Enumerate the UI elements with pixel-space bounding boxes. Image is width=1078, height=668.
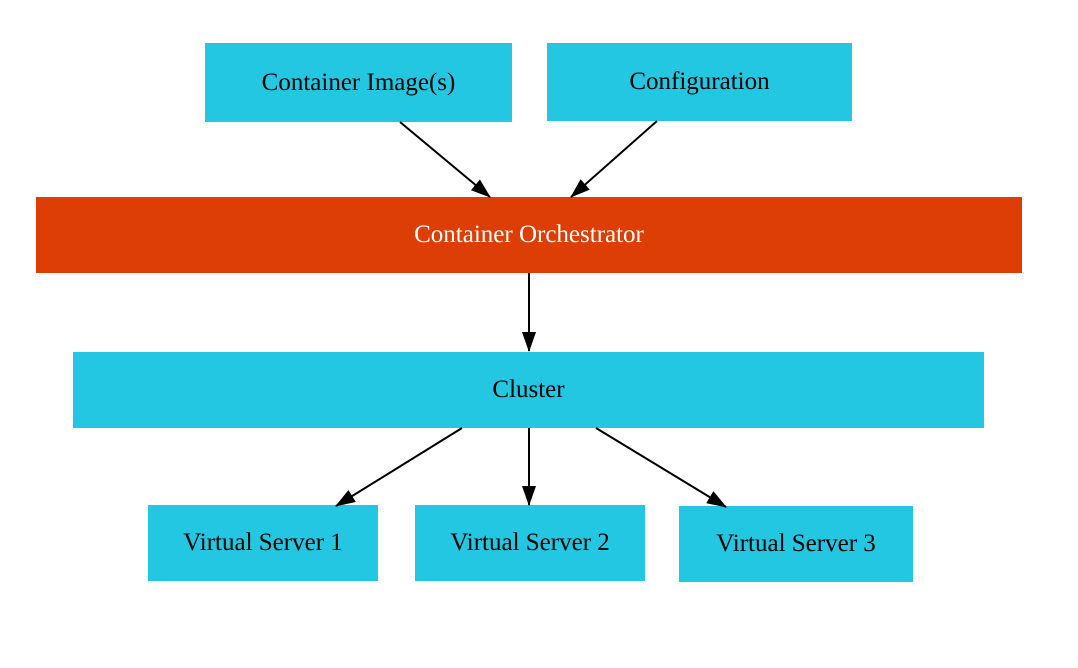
node-container-orchestrator-label: Container Orchestrator bbox=[414, 221, 644, 249]
node-virtual-server-3-label: Virtual Server 3 bbox=[716, 530, 876, 558]
node-virtual-server-1-label: Virtual Server 1 bbox=[183, 529, 343, 557]
edge-cluster-to-virtual-server-1 bbox=[335, 427, 463, 507]
node-cluster-label: Cluster bbox=[492, 376, 565, 404]
node-virtual-server-2: Virtual Server 2 bbox=[415, 505, 645, 581]
node-container-images: Container Image(s) bbox=[205, 43, 512, 122]
node-container-orchestrator: Container Orchestrator bbox=[36, 197, 1022, 273]
node-virtual-server-3: Virtual Server 3 bbox=[679, 506, 913, 582]
edge-configuration-to-orchestrator bbox=[570, 120, 658, 198]
node-configuration: Configuration bbox=[547, 43, 852, 121]
edge-container-images-to-orchestrator bbox=[399, 121, 491, 198]
node-virtual-server-2-label: Virtual Server 2 bbox=[450, 529, 610, 557]
node-configuration-label: Configuration bbox=[629, 68, 770, 96]
node-cluster: Cluster bbox=[73, 352, 984, 428]
node-container-images-label: Container Image(s) bbox=[261, 68, 456, 96]
node-virtual-server-1: Virtual Server 1 bbox=[148, 505, 378, 581]
edge-cluster-to-virtual-server-3 bbox=[595, 427, 727, 508]
